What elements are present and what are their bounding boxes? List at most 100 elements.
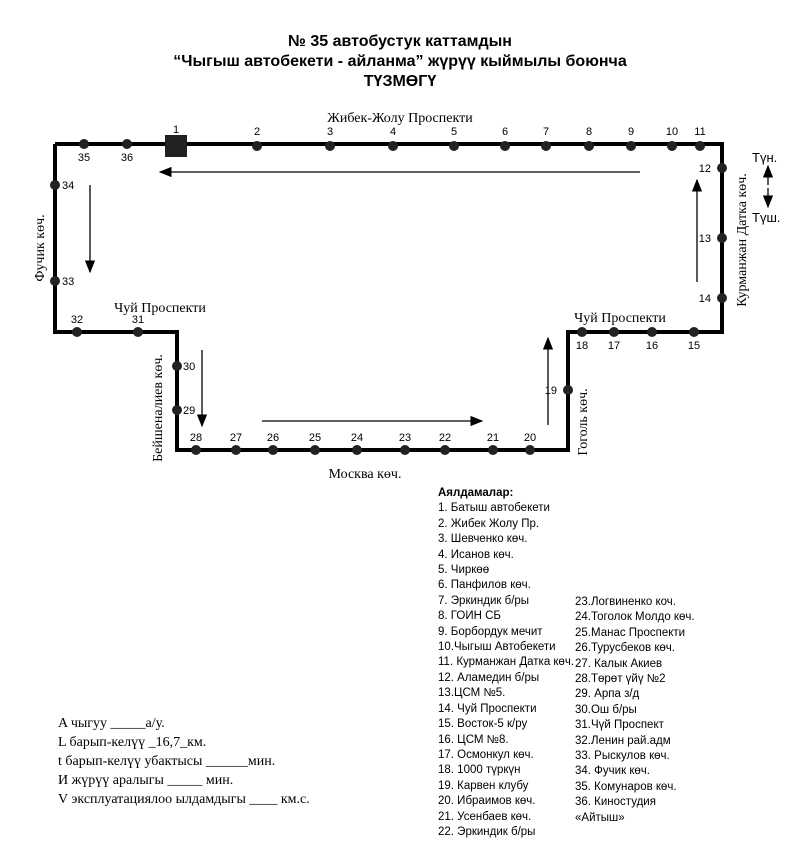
legend-item: 10.Чыгыш Автобекети bbox=[438, 641, 556, 654]
stop-number-12: 12 bbox=[699, 163, 711, 175]
stop-number-14: 14 bbox=[699, 293, 711, 305]
legend-item: «Айтыш» bbox=[575, 811, 625, 824]
stop-number-32: 32 bbox=[71, 314, 83, 326]
stop-marker-20 bbox=[525, 445, 535, 455]
stop-number-6: 6 bbox=[502, 126, 508, 138]
legend-item: 17. Осмонкул көч. bbox=[438, 748, 534, 761]
legend-item: 20. Ибраимов көч. bbox=[438, 795, 536, 808]
legend-item: 1. Батыш автобекети bbox=[438, 502, 550, 515]
street-chuy-right: Чуй Проспекти bbox=[574, 311, 666, 326]
stop-number-34: 34 bbox=[62, 180, 74, 192]
stop-number-28: 28 bbox=[190, 432, 202, 444]
stop-number-22: 22 bbox=[439, 432, 451, 444]
direction-south: Түш. bbox=[752, 210, 780, 225]
legend-item: 35. Комунаров көч. bbox=[575, 780, 677, 793]
legend-item: 2. Жибек Жолу Пр. bbox=[438, 517, 540, 530]
stop-number-30: 30 bbox=[183, 361, 195, 373]
stop-marker-19 bbox=[563, 385, 573, 395]
route-parameter: V эксплуатациялоо ылдамдыгы ____ км.с. bbox=[58, 792, 310, 807]
stop-marker-7 bbox=[541, 141, 551, 151]
legend-item: 13.ЦСМ №5. bbox=[438, 687, 506, 700]
title-line-2: “Чыгыш автобекети - айланма” жүрүү кыймы… bbox=[173, 53, 627, 70]
legend-item: 16. ЦСМ №8. bbox=[438, 733, 509, 746]
street-chuy-left: Чуй Проспекти bbox=[114, 301, 206, 316]
stop-number-13: 13 bbox=[699, 233, 711, 245]
stop-number-1: 1 bbox=[173, 124, 179, 136]
street-fuchik: Фучик көч. bbox=[33, 214, 48, 281]
stop-marker-4 bbox=[388, 141, 398, 151]
stop-marker-13 bbox=[717, 233, 727, 243]
stop-number-19: 19 bbox=[545, 385, 557, 397]
stop-number-5: 5 bbox=[451, 126, 457, 138]
street-kurmanjan-datka: Курманжан Датка көч. bbox=[735, 173, 750, 307]
stop-marker-14 bbox=[717, 293, 727, 303]
stop-marker-23 bbox=[400, 445, 410, 455]
legend-item: 31.Чүй Проспект bbox=[575, 719, 664, 732]
stop-number-11: 11 bbox=[694, 126, 705, 138]
route-parameter: И жүрүү аралыгы _____ мин. bbox=[58, 773, 234, 788]
stop-number-9: 9 bbox=[628, 126, 634, 138]
stop-number-10: 10 bbox=[666, 126, 678, 138]
stop-marker-28 bbox=[191, 445, 201, 455]
legend-item: 28.Төрөт үйү №2 bbox=[575, 673, 666, 686]
legend-item: 9. Борбордук мечит bbox=[438, 625, 543, 638]
legend-item: 29. Арпа з/д bbox=[575, 688, 640, 701]
route-line bbox=[53, 142, 724, 452]
stop-marker-35 bbox=[79, 139, 89, 149]
stop-marker-21 bbox=[488, 445, 498, 455]
legend-list-1: 1. Батыш автобекети 2. Жибек Жолу Пр. 3. Ш… bbox=[438, 501, 574, 840]
stop-number-24: 24 bbox=[351, 432, 363, 444]
legend-item: 7. Эркиндик б/ры bbox=[438, 594, 530, 607]
stop-number-25: 25 bbox=[309, 432, 321, 444]
stop-marker-5 bbox=[449, 141, 459, 151]
stop-marker-6 bbox=[500, 141, 510, 151]
street-beishenaliev: Бейшеналиев көч. bbox=[151, 354, 166, 462]
stop-marker-36 bbox=[122, 139, 132, 149]
legend-item: 25.Манас Проспекти bbox=[575, 626, 686, 639]
stop-number-23: 23 bbox=[399, 432, 411, 444]
stop-number-18: 18 bbox=[576, 340, 588, 352]
stop-marker-29 bbox=[172, 405, 182, 415]
stop-number-36: 36 bbox=[121, 152, 133, 164]
stop-marker-32 bbox=[72, 327, 82, 337]
stop-number-4: 4 bbox=[390, 126, 396, 138]
stop-number-20: 20 bbox=[524, 432, 536, 444]
legend-item: 32.Ленин рай.адм bbox=[575, 734, 671, 747]
legend-item: 23.Логвиненко коч. bbox=[575, 596, 676, 608]
legend-item: 8. ГОИН СБ bbox=[438, 610, 501, 623]
stop-marker-9 bbox=[626, 141, 636, 151]
legend-item: 33. Рыскулов көч. bbox=[575, 750, 670, 763]
legend-item: 24.Тоголок Молдо көч. bbox=[575, 611, 695, 624]
direction-north: Түн. bbox=[752, 150, 777, 165]
title-line-3: ТҮЗМӨГҮ bbox=[363, 73, 437, 90]
stop-number-8: 8 bbox=[586, 126, 592, 138]
stop-marker-1 bbox=[165, 135, 187, 157]
legend-heading: Аялдамалар: bbox=[438, 487, 514, 499]
legend-item: 5. Чиркөө bbox=[438, 564, 490, 577]
street-moskva: Москва көч. bbox=[329, 467, 402, 482]
street-gogol: Гоголь көч. bbox=[576, 388, 591, 455]
route-parameters: A чыгуу _____а/у.L барып-келүү _16,7_км.… bbox=[58, 714, 310, 809]
stop-number-2: 2 bbox=[254, 126, 260, 138]
stop-marker-16 bbox=[647, 327, 657, 337]
stop-marker-26 bbox=[268, 445, 278, 455]
legend-item: 21. Усенбаев көч. bbox=[438, 810, 532, 823]
stop-marker-12 bbox=[717, 163, 727, 173]
legend-item: 3. Шевченко көч. bbox=[438, 533, 528, 546]
stop-number-3: 3 bbox=[327, 126, 333, 138]
stop-marker-33 bbox=[50, 276, 60, 286]
stop-marker-10 bbox=[667, 141, 677, 151]
stop-number-21: 21 bbox=[487, 432, 499, 444]
legend-item: 18. 1000 түркүн bbox=[438, 764, 521, 777]
stop-number-15: 15 bbox=[688, 340, 700, 352]
route-map: Түн. Түш. Жибек-Жолу Проспекти Фучик көч… bbox=[33, 111, 780, 482]
legend-item: 36. Киностудия bbox=[575, 796, 656, 809]
stop-number-7: 7 bbox=[543, 126, 549, 138]
stop-marker-2 bbox=[252, 141, 262, 151]
legend-item: 34. Фучик көч. bbox=[575, 765, 650, 778]
legend-item: 11. Курманжан Датка көч. bbox=[438, 656, 575, 669]
legend-item: 6. Панфилов көч. bbox=[438, 579, 531, 592]
stop-marker-8 bbox=[584, 141, 594, 151]
legend-item: 14. Чуй Проспекти bbox=[438, 702, 537, 715]
